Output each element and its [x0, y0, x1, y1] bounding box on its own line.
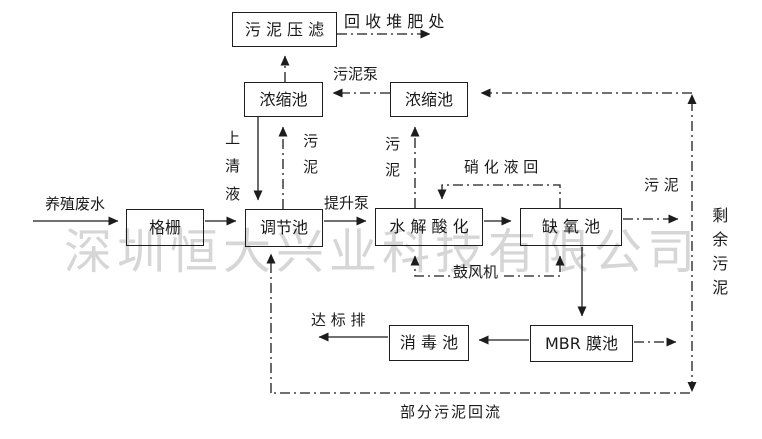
box-label: 调节池 [259, 218, 308, 237]
label-lift-pump: 提升泵 [324, 194, 370, 212]
box-label: 格栅 [148, 217, 181, 237]
label-influent: 养殖废水 [45, 195, 106, 213]
label-blower: 鼓风机 [451, 263, 501, 282]
label-excess-sludge: 剩余污泥 [712, 206, 729, 297]
riser-up-arrowhead [687, 94, 697, 104]
label-nitrification-return: 硝 化 液 回 [464, 158, 539, 176]
box-label: MBR 膜池 [545, 333, 618, 353]
box-thickener-2: 浓缩池 [390, 82, 468, 117]
box-regulating-tank: 调节池 [245, 209, 323, 247]
box-label: 污 泥 压 滤 [244, 19, 325, 39]
box-label: 缺 氧 池 [541, 217, 601, 236]
box-disinfection-tank: 消 毒 池 [389, 325, 469, 361]
label-excess-sludge-line: 污 泥 [644, 176, 679, 194]
flow-nitrification-return [437, 184, 561, 208]
box-label: 水 解 酸 化 [389, 217, 469, 236]
box-sludge-press: 污 泥 压 滤 [232, 12, 337, 47]
box-label: 浓缩池 [404, 89, 453, 109]
box-hydrolysis-tank: 水 解 酸 化 [375, 208, 483, 246]
box-label: 浓缩池 [259, 89, 308, 109]
label-sludge-to-thickener1: 污泥 [303, 132, 319, 176]
label-supernatant: 上清液 [225, 129, 241, 203]
label-compost-destination: 回 收 堆 肥 处 [344, 12, 445, 31]
box-thickener-1: 浓缩池 [244, 82, 323, 117]
box-label: 消 毒 池 [399, 333, 459, 352]
label-discharge: 达 标 排 [311, 311, 366, 329]
flow-blower-to-anoxic [484, 255, 565, 277]
box-screen: 格栅 [126, 209, 204, 246]
box-anoxic-tank: 缺 氧 池 [520, 208, 622, 246]
riser-down-arrowhead [687, 382, 697, 392]
label-sludge-pump: 污泥泵 [333, 65, 379, 83]
label-sludge-to-thickener2: 污泥 [385, 135, 401, 179]
label-partial-sludge-return: 部分污泥回流 [400, 403, 503, 421]
box-mbr-tank: MBR 膜池 [530, 325, 633, 362]
